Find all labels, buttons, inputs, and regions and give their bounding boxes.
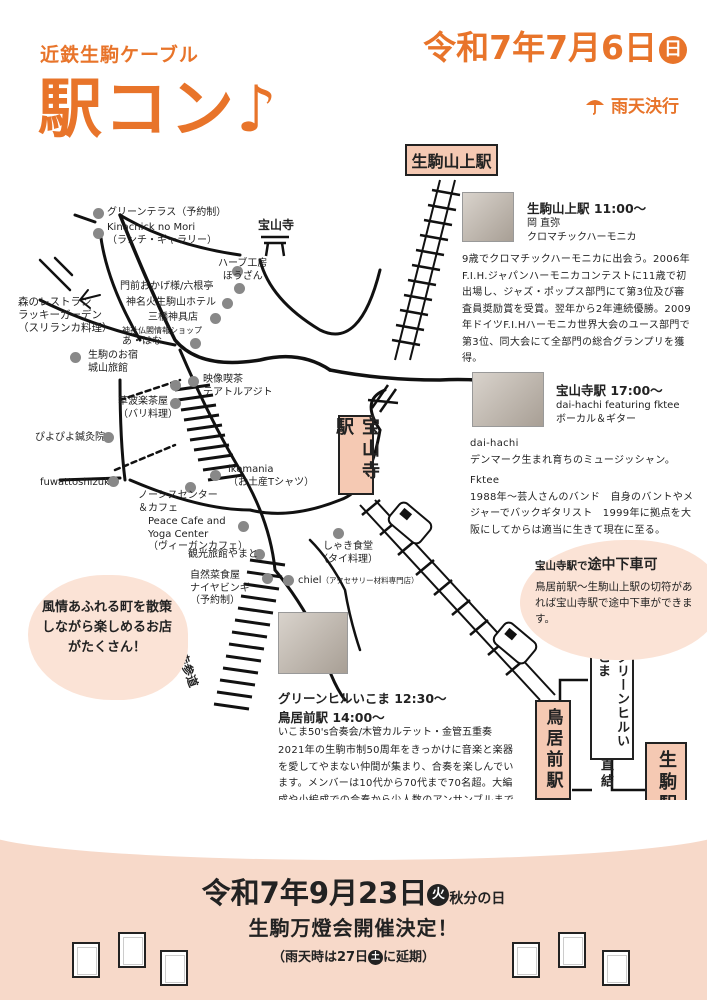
cable-car-1 — [387, 501, 433, 545]
shop-dot — [185, 482, 196, 493]
performer-greenhill-title2: 鳥居前駅 14:00〜 — [278, 710, 385, 725]
shop-dot — [93, 228, 104, 239]
event-day: 日 — [659, 35, 687, 64]
event-date: 令和7年7月6日日 — [423, 28, 687, 67]
shop-label: 草波楽茶屋（バリ料理） — [118, 396, 178, 420]
shop-label: chiel（アクセサリー材料専門店） — [298, 575, 419, 586]
direct-connection-label: 直結 — [598, 758, 613, 790]
shop-label: グリーンテラス（予約制） — [107, 207, 227, 218]
stopover-note-bg — [520, 540, 707, 660]
lantern-event-date: 令和7年9月23日火秋分の日 — [201, 876, 506, 910]
shop-label: Kinachick no Mori（ランチ・ギャラリー） — [107, 222, 217, 246]
performer-hozanji-role: ボーカル＆ギター — [556, 414, 636, 425]
performer-sanjo-title: 生駒山上駅 11:00〜 — [527, 201, 647, 216]
lantern-icon — [160, 950, 188, 986]
shop-label: 森のレストランラッキーガーデン（スリランカ料理） — [18, 296, 113, 335]
shop-dot — [170, 380, 181, 391]
brand-label: 近鉄生駒ケーブル — [40, 44, 199, 66]
shop-dot — [262, 573, 273, 584]
shop-dot — [222, 298, 233, 309]
shop-dot — [234, 283, 245, 294]
shop-dot — [232, 266, 243, 277]
station-sign-toriimae: 鳥居前駅 — [535, 700, 571, 800]
shop-label: 生駒のお宿城山旅館 — [88, 350, 138, 374]
performer-photo-ensemble — [278, 612, 348, 674]
lantern-icon — [512, 942, 540, 978]
lantern-event-announce: 生駒万燈会開催決定！ — [248, 916, 459, 940]
lantern-icon — [72, 942, 100, 978]
shop-label: しゃき食堂（タイ料理） — [318, 541, 378, 565]
lantern-event-day: 火 — [427, 884, 450, 906]
shop-label: 門前おかげ様/六根亭 — [120, 281, 214, 292]
shop-label: fuwattoshizuku — [40, 477, 116, 488]
station-sign-green-hill: グリーンヒルいこま — [590, 648, 634, 760]
shop-dot — [254, 549, 265, 560]
shop-dot — [210, 313, 221, 324]
shop-dot — [170, 398, 181, 409]
shop-dot — [108, 476, 119, 487]
shop-label: 神社仏閣情報ショップあ・はな — [122, 326, 202, 347]
shop-dot — [333, 528, 344, 539]
shop-label: ノーシスセンター＆カフェ — [138, 490, 218, 514]
shop-label: 三橋神具店 — [148, 312, 198, 323]
rain-note-text: 雨天決行 — [611, 97, 679, 117]
shop-dot — [103, 432, 114, 443]
umbrella-icon — [586, 99, 604, 115]
station-sign-hozanji: 宝山寺駅 — [333, 415, 380, 495]
shop-label: 自然菜食屋ナイヤビンギ（予約制） — [190, 570, 250, 606]
stopover-note: 宝山寺駅で途中下車可 鳥居前駅〜生駒山上駅の切符があれば宝山寺駅で途中下車ができ… — [535, 557, 693, 625]
performer-greenhill-title1: グリーンヒルいこま 12:30〜 — [278, 691, 447, 706]
shop-dot — [210, 470, 221, 481]
shop-label: ikomania（お土産Tシャツ） — [228, 464, 315, 488]
performer-greenhill-name: いこま50's合奏会/木管カルテット・金管五重奏 — [278, 727, 493, 738]
performer-sanjo-body: 9歳でクロマチックハーモニカに出会う。2006年F.I.H.ジャパンハーモニカコ… — [462, 254, 692, 364]
stroll-note: 風情あふれる町を散策しながら楽しめるお店がたくさん！ — [42, 600, 173, 656]
cable-car-2 — [492, 621, 538, 665]
event-date-text: 令和7年7月6日 — [423, 28, 657, 67]
station-sign-ikoma-sanjo: 生駒山上駅 — [405, 144, 498, 176]
lantern-event-postpone: （雨天時は27日土に延期） — [271, 950, 436, 965]
temple-label: 宝山寺 — [258, 218, 295, 232]
performer-photo-guitar — [472, 372, 544, 427]
shop-label: 映像喫茶テアトルアジト — [203, 374, 273, 398]
lantern-icon — [558, 932, 586, 968]
shop-dot — [190, 338, 201, 349]
performer-hozanji-title: 宝山寺駅 17:00〜 — [556, 383, 663, 398]
shop-label: ぴよぴよ鍼灸院 — [35, 432, 105, 443]
performer-hozanji-name: dai-hachi featuring fktee — [556, 400, 680, 411]
torii-icon — [261, 235, 289, 257]
event-title: 駅コン♪ — [38, 73, 279, 147]
shop-label: ハーブ工房ほうざん — [218, 258, 268, 282]
performer-photo-harmonica — [462, 192, 514, 242]
performer-sanjo-name: 岡 直弥 — [527, 218, 561, 229]
shop-label: 観光旅館やまと — [188, 549, 258, 560]
performer-hozanji-body: dai-hachi デンマーク生まれ育ちのミュージッシャン。 Fktee 198… — [470, 438, 694, 536]
performer-hozanji-heading: 宝山寺駅 17:00〜 dai-hachi featuring fktee ボー… — [556, 380, 679, 427]
shop-dot — [238, 521, 249, 532]
shop-dot — [283, 575, 294, 586]
performer-sanjo-heading: 生駒山上駅 11:00〜 岡 直弥 クロマチックハーモニカ — [527, 198, 646, 245]
shop-label: 神名火生駒山ホテル — [126, 297, 216, 308]
stroll-note-bg — [28, 575, 188, 700]
shop-dot — [188, 376, 199, 387]
performer-sanjo-role: クロマチックハーモニカ — [527, 232, 637, 243]
shop-dot — [70, 352, 81, 363]
shop-dot — [93, 208, 104, 219]
lantern-icon — [118, 932, 146, 968]
rain-note: 雨天決行 — [585, 92, 679, 117]
lantern-icon — [602, 950, 630, 986]
bottom-wave — [0, 800, 707, 860]
